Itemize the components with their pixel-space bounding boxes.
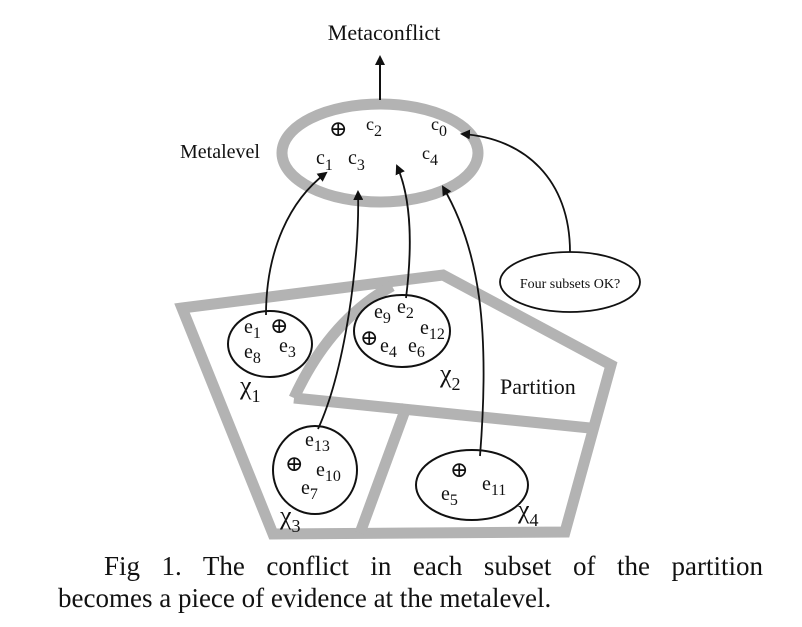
arrow-chi3-to-c3 — [317, 190, 364, 430]
subset-chi3-ellipse — [272, 425, 358, 515]
oplus-symbol-chi3: ⊕ — [285, 451, 303, 476]
oplus-symbol-metalevel: ⊕ — [329, 116, 347, 141]
e11-symbol: e11 — [482, 473, 506, 499]
e12-symbol: e12 — [420, 317, 445, 343]
chi1-label: χ1 — [239, 371, 261, 406]
partition-divider-horizontal — [293, 392, 591, 434]
e13-symbol: e13 — [305, 429, 330, 455]
oplus-symbol-chi2: ⊕ — [360, 325, 378, 350]
e10-symbol: e10 — [316, 459, 341, 485]
chi2-label: χ2 — [439, 359, 461, 394]
caption-line-2: becomes a piece of evidence at the metal… — [58, 583, 552, 613]
e9-symbol: e9 — [374, 301, 391, 327]
e1-symbol: e1 — [244, 316, 261, 342]
arrow-chi4-to-c4 — [441, 185, 485, 457]
subset-chi2-ellipse — [353, 294, 451, 368]
e8-symbol: e8 — [244, 341, 261, 367]
caption-line-1: Fig 1. The conflict in each subset of th… — [104, 551, 763, 581]
c3-symbol: c3 — [348, 147, 365, 174]
arrow-fourok-to-c0 — [460, 129, 571, 253]
four-subsets-label: Four subsets OK? — [520, 277, 620, 292]
partition-divider-chi3-chi4 — [354, 403, 413, 535]
oplus-symbol-chi1: ⊕ — [270, 313, 288, 338]
e6-symbol: e6 — [408, 335, 425, 361]
e4-symbol: e4 — [380, 335, 397, 361]
chi3-label: χ3 — [279, 501, 301, 536]
subset-chi4-ellipse — [415, 449, 529, 521]
e2-symbol: e2 — [397, 296, 414, 322]
metaconflict-label: Metaconflict — [328, 20, 440, 45]
partition-divider-chi1-chi2 — [289, 281, 395, 401]
partition-label: Partition — [500, 374, 576, 399]
subset-chi1-ellipse — [227, 310, 313, 378]
chi4-label: χ4 — [517, 495, 539, 530]
metalevel-label: Metalevel — [180, 141, 260, 163]
partition-shape — [174, 269, 618, 540]
arrow-chi2-to-c2 — [395, 164, 411, 299]
c0-symbol: c0 — [431, 114, 447, 140]
oplus-symbol-chi4: ⊕ — [450, 457, 468, 482]
c1-symbol: c1 — [316, 147, 333, 174]
e5-symbol: e5 — [441, 483, 458, 509]
e3-symbol: e3 — [279, 335, 296, 361]
arrow-chi1-to-c1 — [265, 171, 328, 316]
e7-symbol: e7 — [301, 477, 318, 503]
c2-symbol: c2 — [366, 114, 382, 140]
partition-outline — [174, 269, 618, 540]
figure-caption: Fig 1. The conflict in each subset of th… — [58, 550, 763, 614]
c4-symbol: c4 — [422, 143, 438, 169]
metalevel-ellipse — [276, 98, 484, 208]
